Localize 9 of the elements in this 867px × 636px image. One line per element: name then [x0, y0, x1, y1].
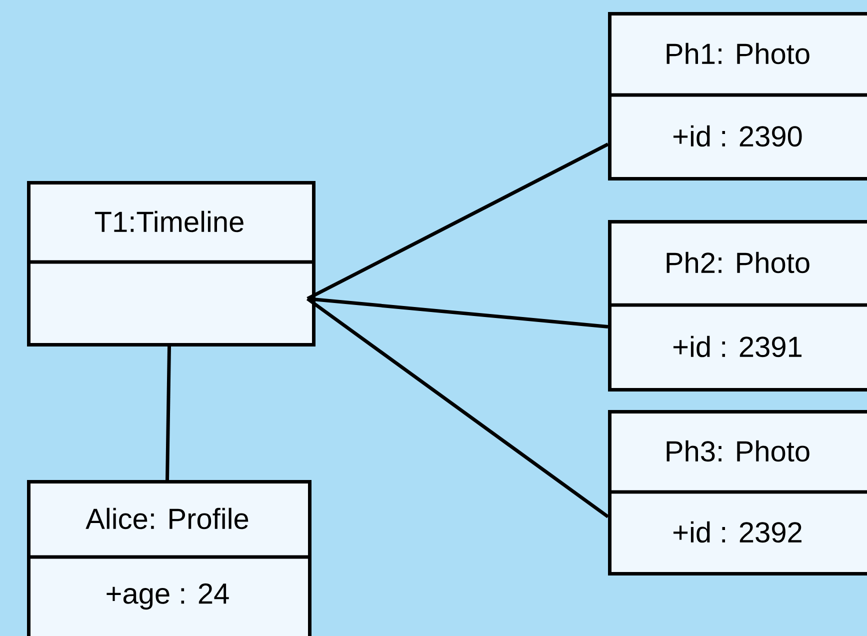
object-box: Ph2: Photo +id : 2391: [608, 220, 867, 392]
object-box: Alice: Profile +age : 24: [27, 480, 312, 636]
link-line: [306, 142, 609, 300]
object-box: Ph1: Photo +id : 2390: [608, 12, 867, 180]
object-box: Ph3: Photo +id : 2392: [608, 410, 867, 576]
link-line: [166, 346, 171, 480]
link-line: [306, 297, 610, 518]
link-line: [307, 297, 608, 328]
object-box: T1:Timeline: [27, 181, 316, 346]
